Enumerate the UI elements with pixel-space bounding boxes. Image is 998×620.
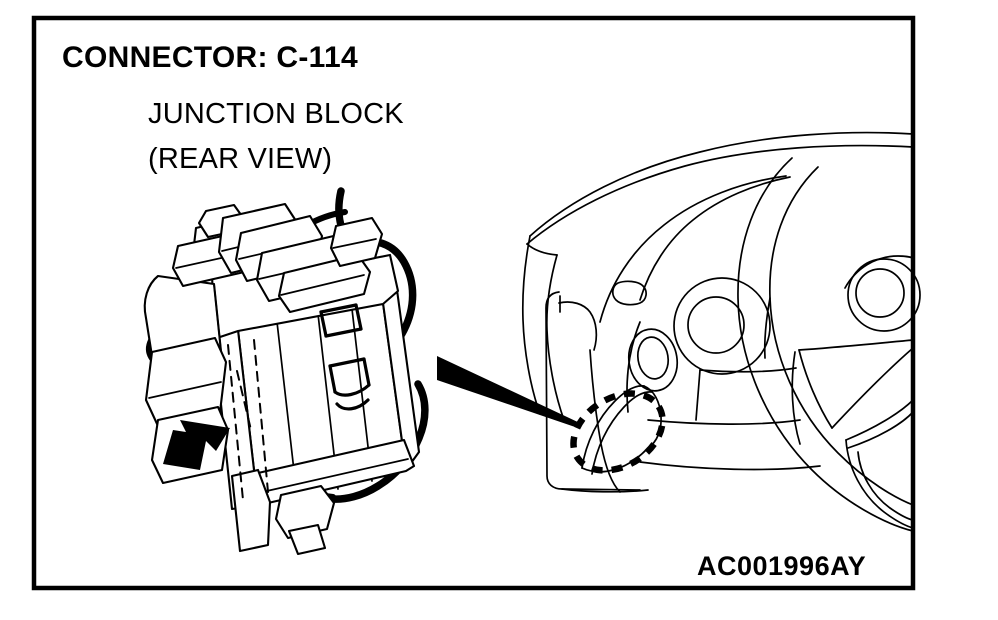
dash-left-outer-edge <box>521 235 541 415</box>
hidden-edge-1 <box>227 344 244 501</box>
gauge-cluster-inner <box>687 296 745 354</box>
hidden-edge-2 <box>253 339 269 493</box>
latch-mid-bar <box>328 357 366 368</box>
latch-top-bottom <box>324 327 363 338</box>
latch-mid-left <box>328 364 337 394</box>
center-stack-contour-outer <box>639 176 791 301</box>
center-stack-divider <box>695 369 701 421</box>
steering-spoke-lower <box>845 439 914 529</box>
side-air-vent-inner <box>636 336 670 380</box>
target-connector-seam <box>148 381 222 399</box>
instrument-panel-view <box>521 131 921 589</box>
fuse-tab-right <box>329 216 384 268</box>
reference-code-label: AC001996AY <box>697 551 866 581</box>
fuse-tab-right-seam <box>332 238 377 249</box>
block-base-flange-edge <box>257 458 409 494</box>
junction-block-detail-view <box>143 187 429 556</box>
latch-mid-right <box>362 357 371 387</box>
column-shroud-left <box>791 351 801 445</box>
hidden-edge-3 <box>236 370 252 431</box>
dash-lower-left-fascia <box>545 291 641 491</box>
dash-left-pod-top <box>558 301 598 351</box>
steering-spoke-left <box>798 349 833 429</box>
center-stack-mid-seam <box>699 367 797 373</box>
block-base-tab <box>274 484 336 540</box>
latch-mid-bottom <box>333 383 371 397</box>
figure-subtitle-line-1: JUNCTION BLOCK <box>148 98 404 130</box>
steering-wheel-rim-inner <box>769 166 914 506</box>
dash-left-inner-edge <box>545 254 565 421</box>
right-gauge-outer <box>847 258 921 332</box>
highlighted-block-outline-2 <box>591 391 653 475</box>
steering-wheel-rim-outer <box>737 157 914 532</box>
highlighted-block-outline-3 <box>643 385 662 449</box>
center-stack-bottom-seam <box>639 461 821 471</box>
latch-top-bar <box>319 303 358 314</box>
figure-title: CONNECTOR: C-114 <box>62 41 358 74</box>
highlighted-block-outline-1 <box>581 385 645 469</box>
center-stack-contour-mid <box>599 175 787 323</box>
steering-hub-edge <box>845 399 914 441</box>
dash-top-crown-inner <box>526 144 914 245</box>
steering-spoke-lower-inner <box>857 451 914 521</box>
gauge-cluster-outer <box>673 277 771 375</box>
dash-switch-button <box>612 280 647 306</box>
right-gauge-hood <box>844 255 914 289</box>
fuse-block-right-2-seam <box>280 274 365 296</box>
right-gauge-inner <box>855 268 905 318</box>
figure-subtitle-line-2: (REAR VIEW) <box>148 143 332 175</box>
steering-hub-edge-2 <box>847 411 914 449</box>
steering-spoke-upper <box>798 339 914 351</box>
steering-spoke-diagonal <box>831 347 914 429</box>
connector-callout-arrow <box>163 420 230 470</box>
latch-detail-group <box>319 303 371 411</box>
highlighted-block-outline-4 <box>581 447 649 473</box>
location-pointer-arrow <box>437 356 582 428</box>
center-stack-lower-seam <box>647 419 801 425</box>
column-shroud-edge <box>763 297 771 359</box>
block-base-foot <box>287 523 327 556</box>
latch-top-right <box>354 303 363 331</box>
dash-top-crown <box>529 131 914 237</box>
dash-lower-left-bottom <box>561 488 649 493</box>
latch-low-curve <box>335 398 370 411</box>
latch-top-left <box>319 310 328 338</box>
